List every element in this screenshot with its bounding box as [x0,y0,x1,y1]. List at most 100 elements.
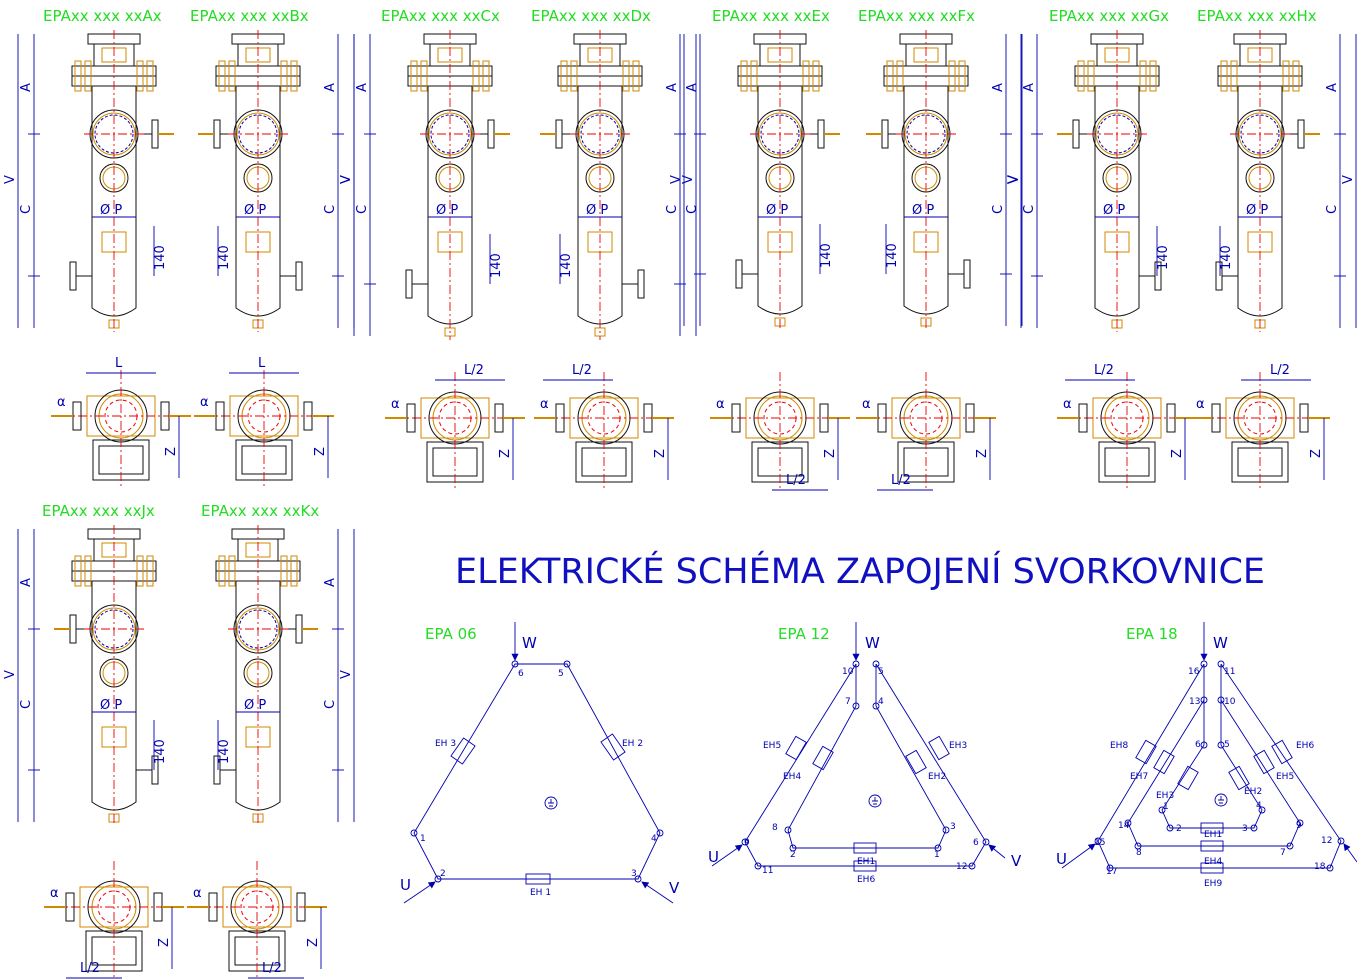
dimension-width: L/2 [772,473,828,491]
side-flange [881,119,889,149]
phase-u: U [400,876,411,894]
terminal-18: 18 [1314,862,1326,872]
inlet-flange [69,261,77,291]
side-flange [817,119,825,149]
dimension-width: L/2 [1065,363,1135,381]
bolt-icon [74,555,82,587]
bolt-icon [482,60,490,92]
terminal-10: 10 [842,667,854,677]
bolt-icon [740,60,748,92]
dimension-l: L/2 [572,363,592,378]
inlet-flange [963,259,971,289]
inlet-flange [1154,261,1162,291]
dimension-z: Z [313,447,328,456]
label-eh2: EH2 [1244,787,1262,797]
dimension-width: L [86,356,156,374]
label-eh3: EH3 [949,741,967,751]
dimension-l2: L/2 [80,961,100,976]
variant-label-k: EPAxx xxx xxKx [201,502,319,520]
dimension-p: Ø P [244,698,266,713]
outlet-port-dash [1240,114,1280,154]
dimension-p: Ø P [1246,203,1268,218]
bolt-icon [146,60,154,92]
top-view-3: Zα [385,372,525,488]
terminal-2: 2 [790,850,796,860]
label-eh3: EH 3 [435,739,456,749]
terminal-1: 1 [934,850,940,860]
label-eh1: EH 1 [530,888,551,898]
bolt-icon [280,60,288,92]
top-view-8: Zα [1190,372,1330,488]
dimension-p: Ø P [436,203,458,218]
heater-eh3 [1177,765,1199,791]
dimension-c: C [355,205,370,214]
terminal-2: 2 [1176,824,1182,834]
top-view-10: Zα [187,861,327,977]
bolt-icon [1282,60,1290,92]
dimension-c: C [991,205,1006,214]
heater-eh2 [905,749,927,775]
terminal-4: 4 [878,697,884,707]
dimension-a: A [685,83,700,92]
bolt-icon [570,60,578,92]
heater-eh4 [812,745,834,771]
terminal-1: 1 [1163,802,1169,812]
outlet-port-dash [94,609,134,649]
dimension-v: V [1007,175,1022,184]
bolt-icon [1230,60,1238,92]
dimension-140: 140 [1219,245,1234,270]
outlet-port-dash [238,609,278,649]
bolt-icon [136,555,144,587]
label-eh3: EH3 [1156,791,1174,801]
terminal-5: 5 [558,669,564,679]
terminal-10: 10 [1224,697,1236,707]
dimension-140: 140 [1156,245,1171,270]
dimension-c: C [1022,205,1037,214]
label-eh4: EH4 [783,772,801,782]
dimension-v: V [339,670,354,679]
bolt-icon [1220,60,1228,92]
dimension-alpha: α [540,397,549,412]
heater-eh4 [1200,840,1224,852]
variant-label-g: EPAxx xxx xxGx [1049,7,1169,25]
variant-label-a: EPAxx xxx xxAx [43,7,162,25]
dimension-l: L [115,356,123,371]
dimension-l: L/2 [464,363,484,378]
label-eh5: EH5 [1276,772,1294,782]
terminal-16: 16 [1188,667,1200,677]
ground-icon [1214,793,1228,807]
dimension-l2: L/2 [262,961,282,976]
bolt-icon [280,555,288,587]
bolt-icon [84,555,92,587]
heater-eh5 [785,735,807,761]
dimension-v: V [3,670,18,679]
outlet-port-dash [580,114,620,154]
dimension-alpha: α [200,395,209,410]
heater-eh1 [853,842,877,854]
heater-eh7 [1153,749,1175,775]
outlet-port-dash [430,114,470,154]
dimension-140: 140 [153,739,168,764]
dimension-l2: L/2 [891,473,911,488]
dimension-l: L/2 [1270,363,1290,378]
dimension-c: C [323,205,338,214]
variant-label-j: EPAxx xxx xxJx [42,502,155,520]
bolt-icon [1077,60,1085,92]
dimension-width: L/2 [66,961,122,979]
dimension-v: V [1006,175,1021,184]
heater-eh3 [928,735,950,761]
top-view-2: Zα [194,370,334,486]
dimension-l2: L/2 [786,473,806,488]
dimension-alpha: α [391,397,400,412]
dimension-a: A [19,578,34,587]
terminal-4: 4 [651,834,657,844]
bolt-icon [1087,60,1095,92]
terminal-11: 11 [762,866,773,876]
dimension-width: L/2 [248,961,304,979]
outlet-port-dash [760,114,800,154]
terminal-17: 17 [1106,867,1117,877]
